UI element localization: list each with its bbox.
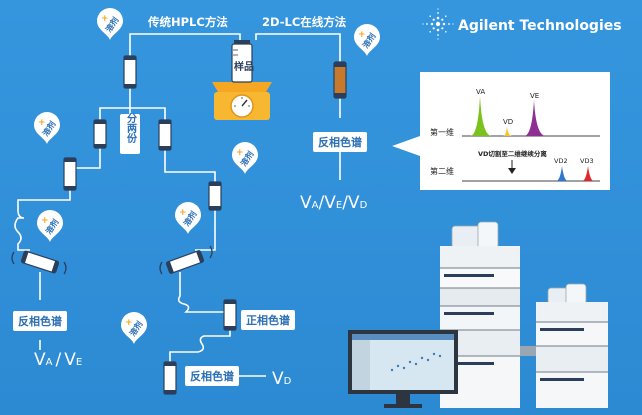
transfer-note: VD切割至二维继续分离 bbox=[478, 149, 547, 158]
result-left: VA/VE bbox=[34, 350, 82, 370]
plus-icon: + bbox=[101, 14, 109, 24]
split-label-box bbox=[120, 114, 140, 154]
monitor bbox=[348, 330, 458, 408]
column-split-a bbox=[93, 119, 107, 149]
traditional-hplc-label: 传统HPLC方法 bbox=[147, 15, 228, 29]
result-bottom: VD bbox=[272, 369, 292, 389]
peak-va-label: VA bbox=[476, 88, 485, 96]
brand-name: Agilent Technologies bbox=[458, 18, 622, 34]
solvent-pin: +溶剂 bbox=[34, 112, 60, 144]
plus-icon: + bbox=[358, 30, 366, 40]
peak-vd2-label: VD2 bbox=[554, 157, 568, 165]
column-left-mid bbox=[63, 157, 77, 191]
solvent-pin: +溶剂 bbox=[121, 312, 147, 344]
result-online: VA/VE/VD bbox=[300, 193, 368, 213]
station-box-left bbox=[13, 311, 67, 331]
column-bottom bbox=[163, 361, 177, 395]
plus-icon: + bbox=[38, 118, 46, 128]
solvent-pin: +溶剂 bbox=[97, 8, 123, 40]
online-2dlc-label: 2D-LC在线方法 bbox=[262, 15, 347, 29]
station-left-label: 反相色谱 bbox=[18, 314, 62, 328]
peak-vd3 bbox=[582, 166, 594, 181]
popup-dim1-label: 第一维 bbox=[430, 127, 454, 137]
solvent-pin: +溶剂 bbox=[354, 24, 380, 56]
shake-marks-middle bbox=[159, 245, 213, 275]
split-label: 分两份 bbox=[125, 112, 137, 144]
column-split-b bbox=[158, 119, 172, 151]
shake-marks-left bbox=[11, 251, 67, 275]
solvent-pin: +溶剂 bbox=[175, 202, 201, 234]
solvent-pin: +溶剂 bbox=[37, 210, 63, 242]
station-top-right-label: 反相色谱 bbox=[318, 135, 362, 149]
column-middle-shaking bbox=[165, 250, 205, 274]
plus-icon: + bbox=[41, 216, 49, 226]
station-normal-label: 正相色谱 bbox=[246, 313, 290, 327]
lc-instrument bbox=[440, 221, 608, 408]
peak-vd3-label: VD3 bbox=[580, 157, 594, 165]
plus-icon: + bbox=[179, 208, 187, 218]
chromatogram-popup: 第一维 VA VD VE VD切割至二维继续分离 第二维 VD2 VD3 bbox=[392, 72, 610, 190]
plus-icon: + bbox=[125, 318, 133, 328]
column-top-left bbox=[123, 55, 137, 89]
station-box-normal bbox=[241, 310, 295, 330]
solvent-pin: +溶剂 bbox=[232, 142, 258, 174]
peak-ve-label: VE bbox=[530, 92, 539, 100]
peak-ve bbox=[524, 100, 546, 136]
flow-lines bbox=[14, 33, 341, 377]
sample-label: 样品 bbox=[234, 60, 254, 73]
station-box-top-right bbox=[313, 132, 367, 152]
peak-va bbox=[470, 96, 492, 136]
peak-vd2 bbox=[556, 166, 568, 181]
sample-scale bbox=[212, 82, 272, 120]
column-right-mid bbox=[208, 181, 222, 211]
sample-tube-online bbox=[333, 61, 347, 99]
peak-vd-label: VD bbox=[503, 118, 513, 126]
popup-dim2-label: 第二维 bbox=[430, 166, 454, 176]
station-bottom-label: 反相色谱 bbox=[190, 369, 234, 383]
sample-vial bbox=[231, 40, 253, 83]
column-left-shaking bbox=[20, 250, 60, 274]
agilent-spark-logo bbox=[422, 8, 454, 40]
station-box-bottom bbox=[185, 366, 239, 386]
peak-vd bbox=[503, 126, 512, 136]
solvent-pins: +溶剂 +溶剂 +溶剂 +溶剂 +溶剂 +溶剂 +溶剂 bbox=[34, 8, 380, 344]
plus-icon: + bbox=[236, 148, 244, 158]
column-normal-phase bbox=[223, 299, 237, 331]
